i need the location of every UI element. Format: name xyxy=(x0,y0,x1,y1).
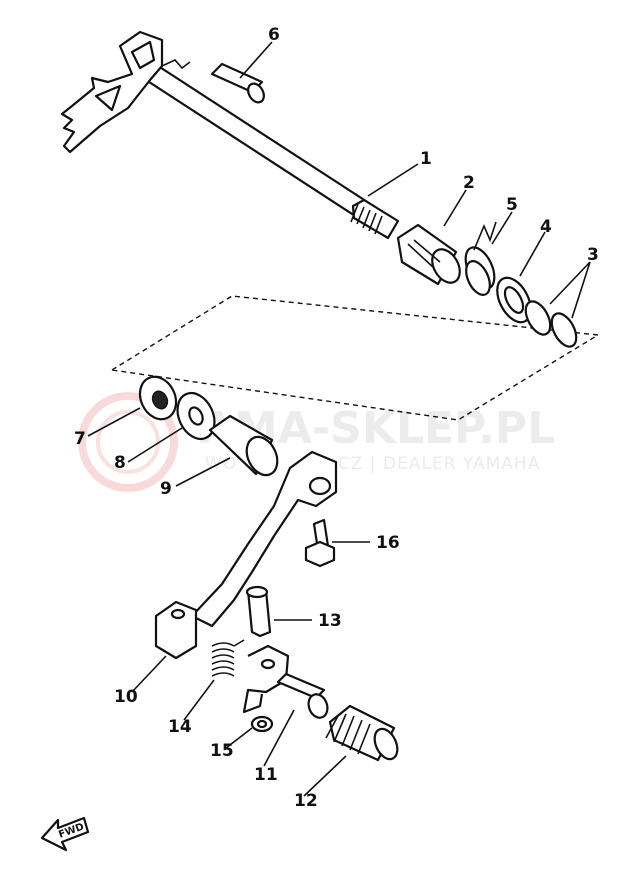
callout-10: 10 xyxy=(114,687,138,707)
callout-15: 15 xyxy=(210,741,234,761)
callout-1: 1 xyxy=(420,149,432,169)
nut xyxy=(250,715,274,733)
shift-lever xyxy=(154,450,338,660)
callout-3: 3 xyxy=(587,245,599,265)
callout-8: 8 xyxy=(114,453,126,473)
callout-7: 7 xyxy=(74,429,86,449)
callout-labels: 1 2 3 4 5 6 7 8 9 10 11 12 13 14 15 16 xyxy=(74,25,599,811)
pin xyxy=(210,62,265,104)
washer xyxy=(496,276,532,324)
collar xyxy=(396,223,461,286)
pivot-pin xyxy=(245,585,272,638)
spring xyxy=(464,221,497,296)
callout-5: 5 xyxy=(506,195,518,215)
watermark-tagline-left: WO xyxy=(205,454,237,474)
bearing xyxy=(138,375,178,421)
callout-6: 6 xyxy=(268,25,280,45)
return-spring xyxy=(211,639,245,677)
callout-4: 4 xyxy=(540,217,552,237)
callout-13: 13 xyxy=(318,611,342,631)
bushing xyxy=(208,414,279,477)
callout-14: 14 xyxy=(168,717,192,737)
watermark-tagline: CZ | DEALER YAMAHA xyxy=(338,454,540,474)
thrust-washer xyxy=(176,391,216,441)
callout-9: 9 xyxy=(160,479,172,499)
callout-16: 16 xyxy=(376,533,400,553)
bolt xyxy=(304,518,336,568)
forward-arrow-icon: FWD xyxy=(40,816,90,852)
callout-12: 12 xyxy=(294,791,318,811)
leader-lines xyxy=(87,41,591,797)
callout-2: 2 xyxy=(463,173,475,193)
pedal-arm xyxy=(242,644,329,719)
assembly-outline xyxy=(109,295,601,421)
callout-11: 11 xyxy=(254,765,278,785)
circlips xyxy=(524,300,578,348)
shift-shaft xyxy=(60,30,400,240)
pedal-rubber xyxy=(325,704,399,762)
